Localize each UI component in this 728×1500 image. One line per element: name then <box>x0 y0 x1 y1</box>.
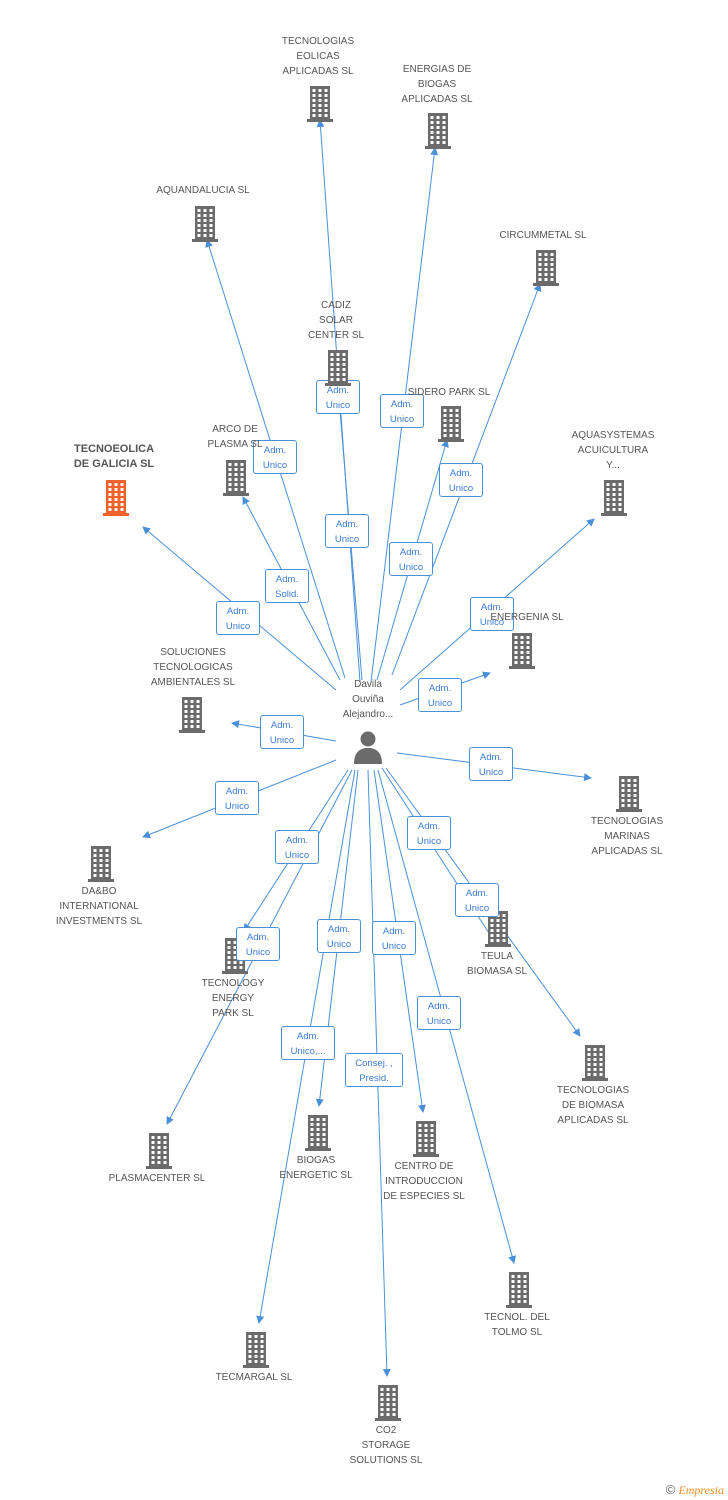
copyright-symbol: © <box>665 1482 676 1497</box>
role-badge-tecnologias-de-biomasa-aplicadas-sl[interactable]: Adm. Unico <box>455 883 499 917</box>
company-label-tecnologias-eolicas-aplicadas-sl[interactable]: TECNOLOGIAS EOLICAS APLICADAS SL <box>281 36 355 77</box>
building-icon[interactable] <box>506 633 538 669</box>
company-label-tecmargal-sl[interactable]: TECMARGAL SL <box>215 1372 293 1383</box>
role-badge-cadiz-solar-center-sl[interactable]: Adm. Unico <box>325 514 369 548</box>
role-badge-tecnol-del-tolmo-sl[interactable]: Adm. Unico <box>417 996 461 1030</box>
company-label-co2-storage-solutions-sl[interactable]: CO2 STORAGE SOLUTIONS SL <box>349 1425 423 1466</box>
center-person-label[interactable]: Davila Ouviña Alejandro... <box>342 679 394 720</box>
role-badge-sidero-park-sl[interactable]: Adm. Unico <box>389 542 433 576</box>
company-label-tecnologias-marinas-aplicadas-sl[interactable]: TECNOLOGIAS MARINAS APLICADAS SL <box>590 816 664 857</box>
building-icon[interactable] <box>189 206 221 242</box>
role-badge-arco-de-plasma-sl[interactable]: Adm. Solid. <box>265 569 309 603</box>
role-badge-da-bo-international-investments-sl[interactable]: Adm. Unico <box>215 781 259 815</box>
company-label-aquasystemas-acuicultura-y[interactable]: AQUASYSTEMAS ACUICULTURA Y... <box>571 430 655 471</box>
company-label-biogas-energetic-sl[interactable]: BIOGAS ENERGETIC SL <box>279 1155 353 1181</box>
company-label-da-bo-international-investments-sl[interactable]: DA&BO INTERNATIONAL INVESTMENTS SL <box>55 886 143 927</box>
footer: © Empresia <box>666 1482 724 1498</box>
building-icon[interactable] <box>143 1133 175 1169</box>
building-icon[interactable] <box>598 480 630 516</box>
building-icon[interactable] <box>240 1332 272 1368</box>
role-badge-biogas-energetic-sl[interactable]: Adm. Unico <box>317 919 361 953</box>
company-label-tecnol-del-tolmo-sl[interactable]: TECNOL. DEL TOLMO SL <box>484 1312 550 1338</box>
company-label-teula-biomasa-sl[interactable]: TEULA BIOMASA SL <box>466 951 528 977</box>
company-label-circummetal-sl[interactable]: CIRCUMMETAL SL <box>499 230 587 241</box>
building-icon[interactable] <box>613 776 645 812</box>
building-icon[interactable] <box>410 1121 442 1157</box>
role-badge-aquasystemas-acuicultura-y[interactable]: Adm. Unico <box>470 597 514 631</box>
company-label-arco-de-plasma-sl[interactable]: ARCO DE PLASMA SL <box>207 424 263 450</box>
person-icon[interactable] <box>352 730 384 764</box>
building-icon[interactable] <box>220 460 252 496</box>
brand-logo[interactable]: Empresia <box>678 1483 724 1497</box>
company-label-energias-de-biogas-aplicadas-sl[interactable]: ENERGIAS DE BIOGAS APLICADAS SL <box>401 64 473 105</box>
role-badge-soluciones-tecnologicas-ambientales-sl[interactable]: Adm. Unico <box>260 715 304 749</box>
company-label-aquandalucia-sl[interactable]: AQUANDALUCIA SL <box>156 185 250 196</box>
building-icon[interactable] <box>579 1045 611 1081</box>
role-badge-circummetal-sl[interactable]: Adm. Unico <box>439 463 483 497</box>
company-label-sidero-park-sl[interactable]: SIDERO PARK SL <box>407 387 491 398</box>
role-badge-plasmacenter-sl[interactable]: Adm. Unico <box>275 830 319 864</box>
company-label-tecnologias-de-biomasa-aplicadas-sl[interactable]: TECNOLOGIAS DE BIOMASA APLICADAS SL <box>556 1085 630 1126</box>
building-icon[interactable] <box>422 113 454 149</box>
role-badge-tecnoeolica-de-galicia-sl[interactable]: Adm. Unico <box>216 601 260 635</box>
role-badge-centro-de-introduccion-de-especies-sl[interactable]: Adm. Unico <box>372 921 416 955</box>
building-icon[interactable] <box>372 1385 404 1421</box>
company-label-cadiz-solar-center-sl[interactable]: CADIZ SOLAR CENTER SL <box>307 300 365 341</box>
building-icon[interactable] <box>304 86 336 122</box>
company-label-plasmacenter-sl[interactable]: PLASMACENTER SL <box>108 1173 206 1184</box>
role-badge-energenia-sl[interactable]: Adm. Unico <box>418 678 462 712</box>
role-badge-tecmargal-sl[interactable]: Adm. Unico,... <box>281 1026 335 1060</box>
company-label-energenia-sl[interactable]: ENERGENIA SL <box>490 612 564 623</box>
building-icon[interactable] <box>85 846 117 882</box>
building-icon[interactable] <box>322 350 354 386</box>
building-icon[interactable] <box>503 1272 535 1308</box>
edge-teula-biomasa-sl <box>381 767 499 948</box>
role-badge-energias-de-biogas-aplicadas-sl[interactable]: Adm. Unico <box>380 394 424 428</box>
company-label-soluciones-tecnologicas-ambientales-sl[interactable]: SOLUCIONES TECNOLOGICAS AMBIENTALES SL <box>150 647 236 688</box>
role-badge-aquandalucia-sl[interactable]: Adm. Unico <box>253 440 297 474</box>
building-icon[interactable] <box>100 480 132 516</box>
building-icon[interactable] <box>176 697 208 733</box>
role-badge-co2-storage-solutions-sl[interactable]: Consej. , Presid. <box>345 1053 403 1087</box>
company-label-tecnology-energy-park-sl[interactable]: TECNOLOGY ENERGY PARK SL <box>201 978 265 1019</box>
building-icon[interactable] <box>302 1115 334 1151</box>
company-label-tecnoeolica-de-galicia-sl[interactable]: TECNOEOLICA DE GALICIA SL <box>73 443 155 470</box>
role-badge-tecnology-energy-park-sl[interactable]: Adm. Unico <box>236 927 280 961</box>
building-icon[interactable] <box>435 406 467 442</box>
role-badge-tecnologias-marinas-aplicadas-sl[interactable]: Adm. Unico <box>469 747 513 781</box>
company-label-centro-de-introduccion-de-especies-sl[interactable]: CENTRO DE INTRODUCCION DE ESPECIES SL <box>383 1161 465 1202</box>
role-badge-teula-biomasa-sl[interactable]: Adm. Unico <box>407 816 451 850</box>
building-icon[interactable] <box>530 250 562 286</box>
